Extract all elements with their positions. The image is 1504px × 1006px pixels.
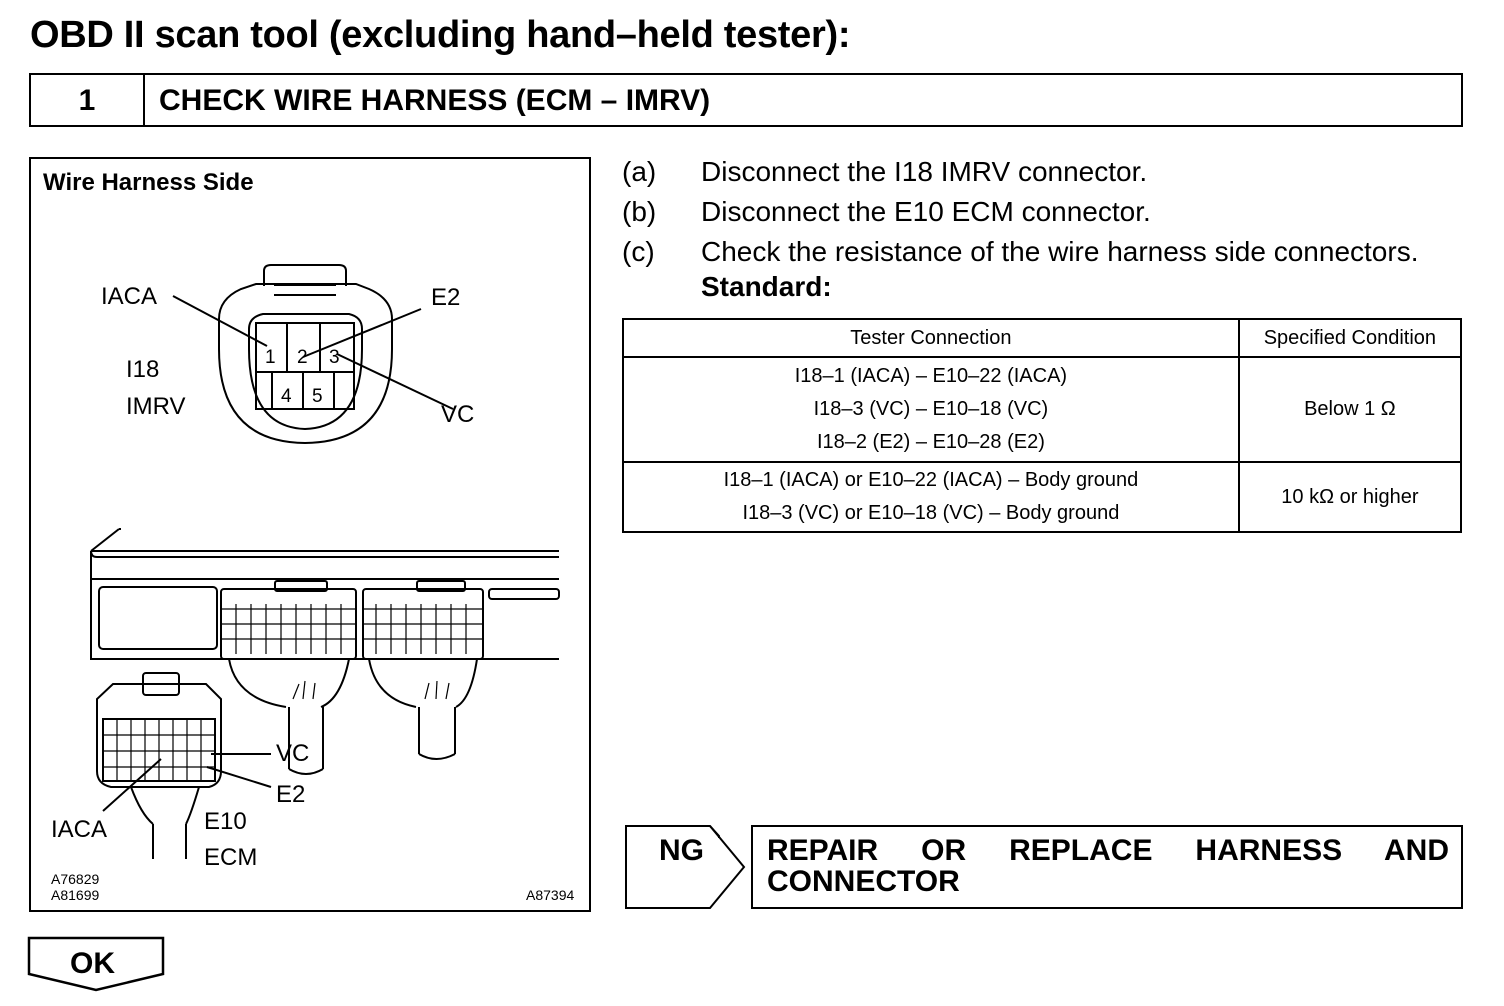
figure-code: A76829 — [51, 871, 100, 887]
condition-cell: 10 kΩ or higher — [1237, 461, 1463, 533]
imrv-connector-lock — [263, 264, 347, 286]
connector-diagram: IACA E2 VC I18 IMRV VC E2 IACA E10 ECM 1… — [51, 264, 560, 871]
connection-line: I18–1 (IACA) – E10–22 (IACA) — [794, 365, 1068, 387]
tester-connection-cell: I18–1 (IACA) – E10–22 (IACA) I18–3 (VC) … — [622, 356, 1240, 463]
ng-result-box: REPAIR OR REPLACE HARNESS AND CONNECTOR — [751, 825, 1463, 909]
condition-cell: Below 1 Ω — [1237, 356, 1463, 463]
figure-code: A87394 — [526, 887, 575, 903]
ng-tag: NG — [624, 824, 748, 915]
ecm-terminal-iaca-label: IACA — [51, 816, 107, 843]
imrv-terminal-e2-label: E2 — [431, 284, 460, 311]
column-header: Specified Condition — [1237, 318, 1463, 358]
tester-connection-cell: I18–1 (IACA) or E10–22 (IACA) – Body gro… — [622, 461, 1240, 533]
step-letter: (a) — [622, 156, 657, 187]
imrv-pin-3: 3 — [329, 347, 340, 368]
imrv-pin-block — [255, 322, 355, 410]
imrv-pin-5: 5 — [312, 386, 323, 407]
step-header: 1 CHECK WIRE HARNESS (ECM – IMRV) — [29, 73, 1463, 127]
imrv-connector-housing — [218, 283, 393, 445]
ecm-body — [90, 528, 559, 660]
imrv-pin-1: 1 — [265, 347, 276, 368]
page-title: OBD II scan tool (excluding hand–held te… — [30, 14, 851, 56]
step-letter: (c) — [622, 236, 655, 267]
imrv-connector-code: I18 — [126, 356, 159, 383]
table-row: I18–1 (IACA) or E10–22 (IACA) – Body gro… — [622, 461, 1463, 533]
ng-result-text: REPAIR OR REPLACE HARNESS AND CONNECTOR — [767, 834, 1449, 898]
imrv-pin-4: 4 — [281, 386, 292, 407]
column-header: Tester Connection — [622, 318, 1240, 358]
ng-label: NG — [659, 834, 704, 867]
ecm-terminal-e2-label: E2 — [276, 781, 305, 808]
connection-line: I18–1 (IACA) or E10–22 (IACA) – Body gro… — [723, 469, 1139, 491]
ecm-terminal-vc-label: VC — [276, 740, 309, 767]
standard-label: Standard: — [701, 271, 832, 302]
step-number: 1 — [31, 75, 145, 125]
connection-line: I18–3 (VC) or E10–18 (VC) – Body ground — [742, 502, 1120, 524]
ecm-connector-code: E10 — [204, 808, 247, 835]
wiring-figure: Wire Harness Side — [29, 157, 591, 912]
imrv-terminal-iaca-label: IACA — [101, 283, 157, 310]
table-row: I18–1 (IACA) – E10–22 (IACA) I18–3 (VC) … — [622, 356, 1463, 463]
ok-label: OK — [70, 947, 115, 980]
table-header-row: Tester Connection Specified Condition — [622, 318, 1463, 358]
step-text: Disconnect the E10 ECM connector. — [701, 196, 1151, 227]
step-letter: (b) — [622, 196, 657, 227]
ecm-connector-name: ECM — [204, 844, 257, 871]
figure-code: A81699 — [51, 887, 100, 903]
ok-tag: OK — [27, 936, 167, 997]
imrv-pin-2: 2 — [297, 347, 308, 368]
ng-arrow-shape — [625, 825, 746, 909]
ok-arrow-shape — [27, 936, 165, 992]
connection-line: I18–3 (VC) – E10–18 (VC) — [813, 398, 1049, 420]
step-text: Disconnect the I18 IMRV connector. — [701, 156, 1148, 187]
figure-label: Wire Harness Side — [43, 169, 254, 196]
imrv-connector-name: IMRV — [126, 393, 186, 420]
imrv-terminal-vc-label: VC — [441, 401, 474, 428]
step-title: CHECK WIRE HARNESS (ECM – IMRV) — [159, 84, 711, 117]
spec-table: Tester Connection Specified Condition I1… — [622, 318, 1463, 533]
connection-line: I18–2 (E2) – E10–28 (E2) — [816, 431, 1045, 453]
step-text: Check the resistance of the wire harness… — [701, 236, 1419, 267]
